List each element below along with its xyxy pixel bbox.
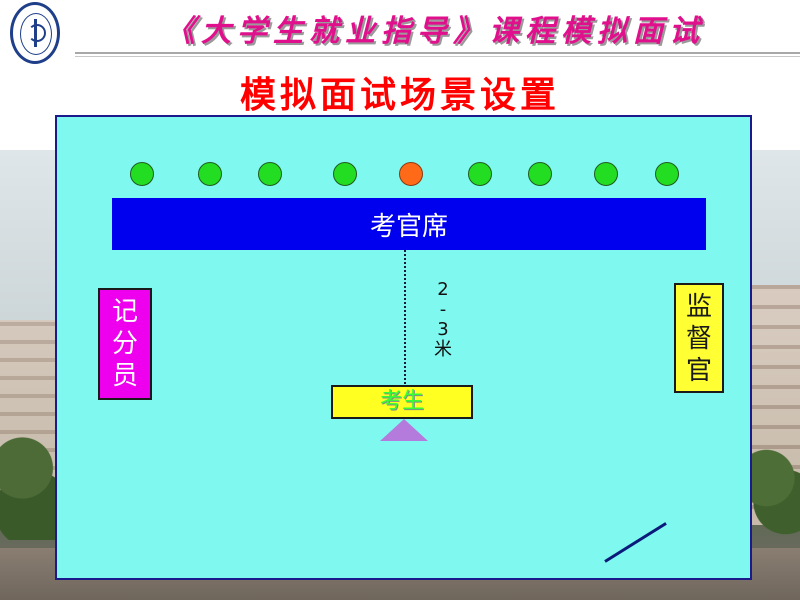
examiner-table: 考官席 bbox=[112, 198, 706, 250]
supervisor-char: 督 bbox=[685, 324, 712, 354]
header-divider bbox=[75, 52, 800, 54]
recorder-char: 分 bbox=[111, 329, 138, 359]
candidate-label: 考生 bbox=[379, 389, 424, 414]
header-divider-thin bbox=[75, 56, 800, 57]
interview-scene: 考官席 2 - 3 米 记 分 员 监 督 官 考生 bbox=[55, 115, 752, 580]
distance-char: - bbox=[439, 299, 447, 320]
examiner-seat bbox=[333, 162, 357, 186]
distance-label: 2 - 3 米 bbox=[429, 280, 457, 360]
examiner-seat bbox=[130, 162, 154, 186]
distance-char: 米 bbox=[434, 339, 452, 360]
recorder-char: 记 bbox=[111, 297, 138, 327]
examiner-seat-chief bbox=[399, 162, 423, 186]
candidate-seat-triangle bbox=[380, 419, 428, 441]
distance-char: 2 bbox=[437, 279, 449, 300]
examiner-seat bbox=[655, 162, 679, 186]
examiner-seat bbox=[594, 162, 618, 186]
examiner-seat bbox=[468, 162, 492, 186]
slide-subtitle: 模拟面试场景设置 bbox=[239, 75, 560, 116]
recorder-box: 记 分 员 bbox=[98, 288, 152, 400]
door-line bbox=[604, 522, 667, 563]
seal-emblem bbox=[20, 13, 52, 55]
candidate-desk: 考生 bbox=[331, 385, 473, 419]
supervisor-char: 监 bbox=[685, 292, 712, 322]
supervisor-box: 监 督 官 bbox=[674, 283, 724, 393]
background-tree-left bbox=[0, 420, 56, 540]
recorder-char: 员 bbox=[111, 361, 138, 391]
examiner-seat bbox=[258, 162, 282, 186]
supervisor-char: 官 bbox=[685, 356, 712, 386]
background-tree-right bbox=[752, 430, 800, 550]
examiner-seat bbox=[198, 162, 222, 186]
distance-char: 3 bbox=[437, 319, 449, 340]
examiner-seat bbox=[528, 162, 552, 186]
examiner-table-label: 考官席 bbox=[369, 211, 448, 242]
distance-indicator-line bbox=[404, 250, 406, 392]
university-seal-icon bbox=[10, 2, 60, 64]
course-title: 《大学生就业指导》课程模拟面试 bbox=[165, 14, 705, 49]
